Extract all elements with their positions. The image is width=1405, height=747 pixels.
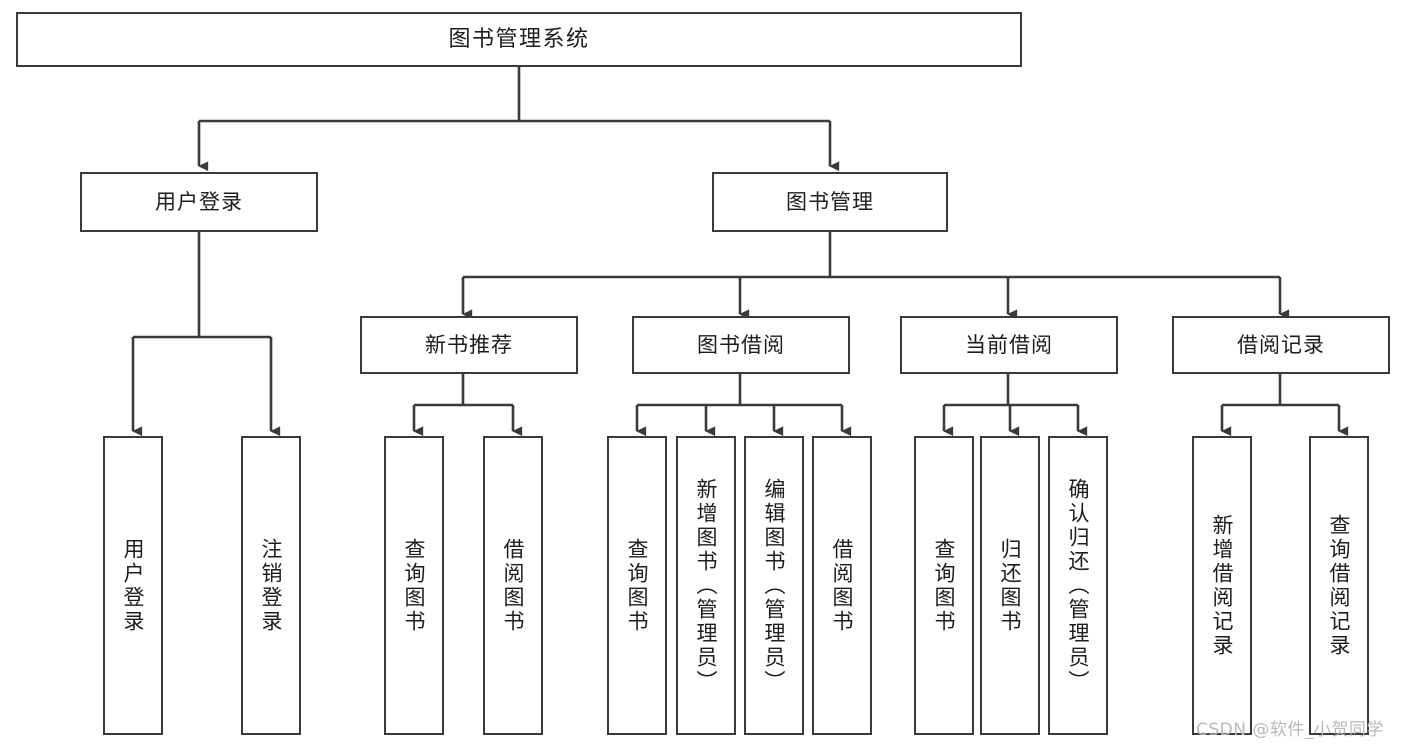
- node-label: 查询图书: [402, 537, 427, 634]
- node-label: 图书管理: [786, 189, 874, 214]
- node-label: 查询图书: [932, 537, 957, 634]
- node-label: 新增借阅记录: [1210, 513, 1235, 658]
- node-book-management[interactable]: 图书管理: [712, 172, 948, 232]
- node-root-system[interactable]: 图书管理系统: [16, 12, 1022, 67]
- node-label: 借阅图书: [501, 537, 526, 634]
- node-label: 新增图书（管理员）: [694, 477, 719, 694]
- leaf-borrow-book-recommend[interactable]: 借阅图书: [483, 436, 543, 735]
- node-label: 图书借阅: [697, 332, 785, 357]
- node-user-login[interactable]: 用户登录: [80, 172, 318, 232]
- leaf-user-login[interactable]: 用户登录: [103, 436, 163, 735]
- node-label: 注销登录: [259, 537, 284, 634]
- leaf-user-logout[interactable]: 注销登录: [241, 436, 301, 735]
- node-label: 查询图书: [625, 537, 650, 634]
- node-new-book-recommend[interactable]: 新书推荐: [360, 316, 578, 374]
- leaf-add-book-admin[interactable]: 新增图书（管理员）: [676, 436, 736, 735]
- node-label: 图书管理系统: [448, 26, 590, 52]
- node-label: 借阅图书: [830, 537, 855, 634]
- node-label: 用户登录: [155, 189, 243, 214]
- node-current-borrow[interactable]: 当前借阅: [900, 316, 1118, 374]
- node-label: 编辑图书（管理员）: [762, 477, 787, 694]
- node-label: 确认归还（管理员）: [1066, 477, 1091, 694]
- node-label: 用户登录: [121, 537, 146, 634]
- leaf-query-book-recommend[interactable]: 查询图书: [384, 436, 444, 735]
- node-borrow-record[interactable]: 借阅记录: [1172, 316, 1390, 374]
- leaf-borrow-book[interactable]: 借阅图书: [812, 436, 872, 735]
- leaf-query-book[interactable]: 查询图书: [607, 436, 667, 735]
- leaf-confirm-return-admin[interactable]: 确认归还（管理员）: [1048, 436, 1108, 735]
- node-book-borrow[interactable]: 图书借阅: [632, 316, 850, 374]
- node-label: 当前借阅: [965, 332, 1053, 357]
- node-label: 归还图书: [998, 537, 1023, 634]
- leaf-add-borrow-record[interactable]: 新增借阅记录: [1192, 436, 1252, 735]
- node-label: 查询借阅记录: [1327, 513, 1352, 658]
- leaf-edit-book-admin[interactable]: 编辑图书（管理员）: [744, 436, 804, 735]
- node-label: 新书推荐: [425, 332, 513, 357]
- csdn-watermark: CSDN @软件_小贺同学: [1196, 720, 1384, 740]
- leaf-return-book[interactable]: 归还图书: [980, 436, 1040, 735]
- node-label: 借阅记录: [1237, 332, 1325, 357]
- leaf-query-book-current[interactable]: 查询图书: [914, 436, 974, 735]
- leaf-query-borrow-record[interactable]: 查询借阅记录: [1309, 436, 1369, 735]
